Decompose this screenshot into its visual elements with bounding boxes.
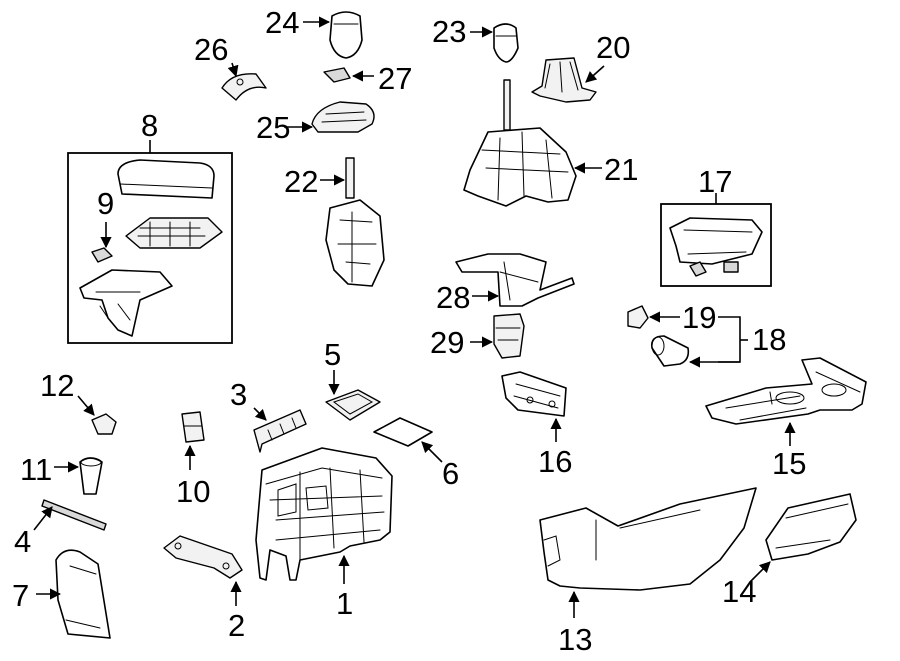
callout-22: 22 xyxy=(284,164,318,199)
callout-16: 16 xyxy=(538,444,572,479)
leader-20 xyxy=(585,65,605,83)
part-26-trim-cap[interactable] xyxy=(221,73,267,101)
callout-6: 6 xyxy=(442,456,459,491)
part-4-rod[interactable] xyxy=(41,499,107,531)
leader-6 xyxy=(421,441,443,463)
callout-24: 24 xyxy=(265,5,299,40)
callout-5: 5 xyxy=(324,337,341,372)
part-27-clip[interactable] xyxy=(323,67,351,83)
callout-27: 27 xyxy=(378,61,412,96)
part-19-socket-cap[interactable] xyxy=(627,305,649,329)
callout-21: 21 xyxy=(604,152,638,187)
callout-4: 4 xyxy=(14,524,31,559)
callout-26: 26 xyxy=(194,32,228,67)
part-17-ashtray[interactable] xyxy=(669,217,763,277)
callout-13: 13 xyxy=(558,622,592,657)
part-16-panel[interactable] xyxy=(501,371,567,417)
leader-3 xyxy=(253,407,267,421)
callout-23: 23 xyxy=(432,14,466,49)
part-armrest-hinge-tray[interactable] xyxy=(125,217,223,249)
part-2-bracket[interactable] xyxy=(163,535,243,579)
callout-11: 11 xyxy=(20,452,52,487)
part-23-shift-knob[interactable] xyxy=(493,23,519,63)
callout-25: 25 xyxy=(256,110,290,145)
callout-15: 15 xyxy=(772,446,806,481)
callout-8: 8 xyxy=(141,108,158,143)
leader-14 xyxy=(749,561,771,583)
part-9-clip[interactable] xyxy=(91,247,113,263)
part-29-switch-housing[interactable] xyxy=(493,313,525,359)
part-5-mat[interactable] xyxy=(325,389,381,421)
part-28-bracket[interactable] xyxy=(455,253,575,307)
callout-20: 20 xyxy=(596,30,630,65)
callout-19: 19 xyxy=(682,300,716,335)
callout-12: 12 xyxy=(40,368,74,403)
part-12-knob[interactable] xyxy=(91,413,117,435)
leader-26 xyxy=(227,62,239,78)
callout-2: 2 xyxy=(228,608,245,643)
part-armrest-base[interactable] xyxy=(79,269,173,337)
part-6-pad[interactable] xyxy=(373,417,433,447)
part-20-shift-boot[interactable] xyxy=(531,57,597,103)
leader-18-bracket xyxy=(718,316,741,363)
callout-28: 28 xyxy=(436,280,470,315)
callout-9: 9 xyxy=(97,186,114,221)
leader-4 xyxy=(33,506,53,531)
part-13-console-side-panel[interactable] xyxy=(539,487,757,591)
callout-17: 17 xyxy=(698,164,732,199)
part-1-console-body[interactable] xyxy=(255,447,393,581)
callout-10: 10 xyxy=(176,474,210,509)
part-11-socket[interactable] xyxy=(79,457,103,495)
part-10-switch[interactable] xyxy=(181,411,205,443)
part-25-shifter-bezel[interactable] xyxy=(311,101,375,133)
part-18-power-socket[interactable] xyxy=(650,335,690,367)
part-14-end-panel[interactable] xyxy=(765,493,857,561)
callout-1: 1 xyxy=(336,586,353,621)
part-22-shifter-assembly[interactable] xyxy=(325,157,385,287)
part-8-armrest-lid[interactable] xyxy=(117,159,215,199)
part-7-side-panel[interactable] xyxy=(55,549,111,639)
part-3-bracket[interactable] xyxy=(253,409,307,453)
part-24-shift-knob[interactable] xyxy=(329,11,363,59)
callout-18: 18 xyxy=(752,322,786,357)
part-15-console-panel[interactable] xyxy=(705,357,867,425)
callout-29: 29 xyxy=(430,325,464,360)
callout-14: 14 xyxy=(722,574,756,609)
part-21-shifter-housing[interactable] xyxy=(463,79,577,207)
callout-3: 3 xyxy=(230,377,247,412)
leader-12 xyxy=(77,395,95,416)
callout-7: 7 xyxy=(12,578,29,613)
